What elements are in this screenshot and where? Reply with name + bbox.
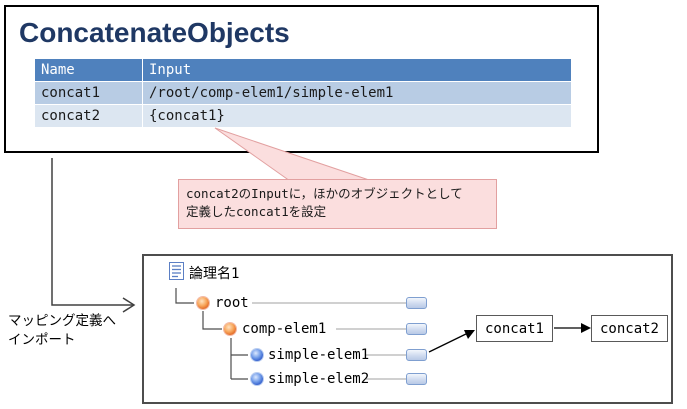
callout-text-line2: 定義したconcat1を設定	[186, 204, 327, 219]
connector-node	[406, 349, 427, 361]
orange-sphere-icon	[224, 323, 236, 335]
page-title: ConcatenateObjects	[19, 17, 290, 48]
import-label-line2: インポート	[8, 332, 76, 347]
blue-sphere-icon	[251, 349, 263, 361]
connector-node	[406, 297, 427, 309]
table-row: concat1 /root/comp-elem1/simple-elem1	[35, 82, 571, 104]
definition-table: Name Input concat1 /root/comp-elem1/simp…	[34, 58, 572, 128]
callout-text-line1: concat2のInputに，ほかのオブジェクトとして	[186, 186, 463, 201]
connector-node	[406, 323, 427, 335]
cell-name: concat1	[35, 82, 142, 104]
orange-sphere-icon	[197, 297, 209, 309]
column-header-name: Name	[35, 59, 142, 81]
tree-node-simple-elem2: simple-elem2	[268, 371, 370, 387]
document-icon	[169, 262, 184, 280]
connector-node	[406, 373, 427, 385]
import-label: マッピング定義へ インポート	[8, 311, 116, 349]
tree-node-root: root	[215, 295, 249, 311]
import-label-line1: マッピング定義へ	[8, 313, 116, 328]
table-row: concat2 {concat1}	[35, 105, 571, 127]
cell-input: /root/comp-elem1/simple-elem1	[143, 82, 571, 104]
table-header-row: Name Input	[35, 59, 571, 81]
tree-node-comp-elem1: comp-elem1	[242, 321, 327, 337]
annotation-callout: concat2のInputに，ほかのオブジェクトとして 定義したconcat1を…	[178, 179, 497, 229]
definition-box: ConcatenateObjects Name Input concat1 /r…	[4, 5, 599, 153]
blue-sphere-icon	[251, 373, 263, 385]
column-header-input: Input	[143, 59, 571, 81]
flow-box-concat1: concat1	[476, 315, 553, 342]
cell-input: {concat1}	[143, 105, 571, 127]
cell-name: concat2	[35, 105, 142, 127]
flow-box-concat2: concat2	[591, 315, 668, 342]
tree-root-label: 論理名1	[189, 266, 240, 282]
tree-node-simple-elem1: simple-elem1	[268, 347, 370, 363]
